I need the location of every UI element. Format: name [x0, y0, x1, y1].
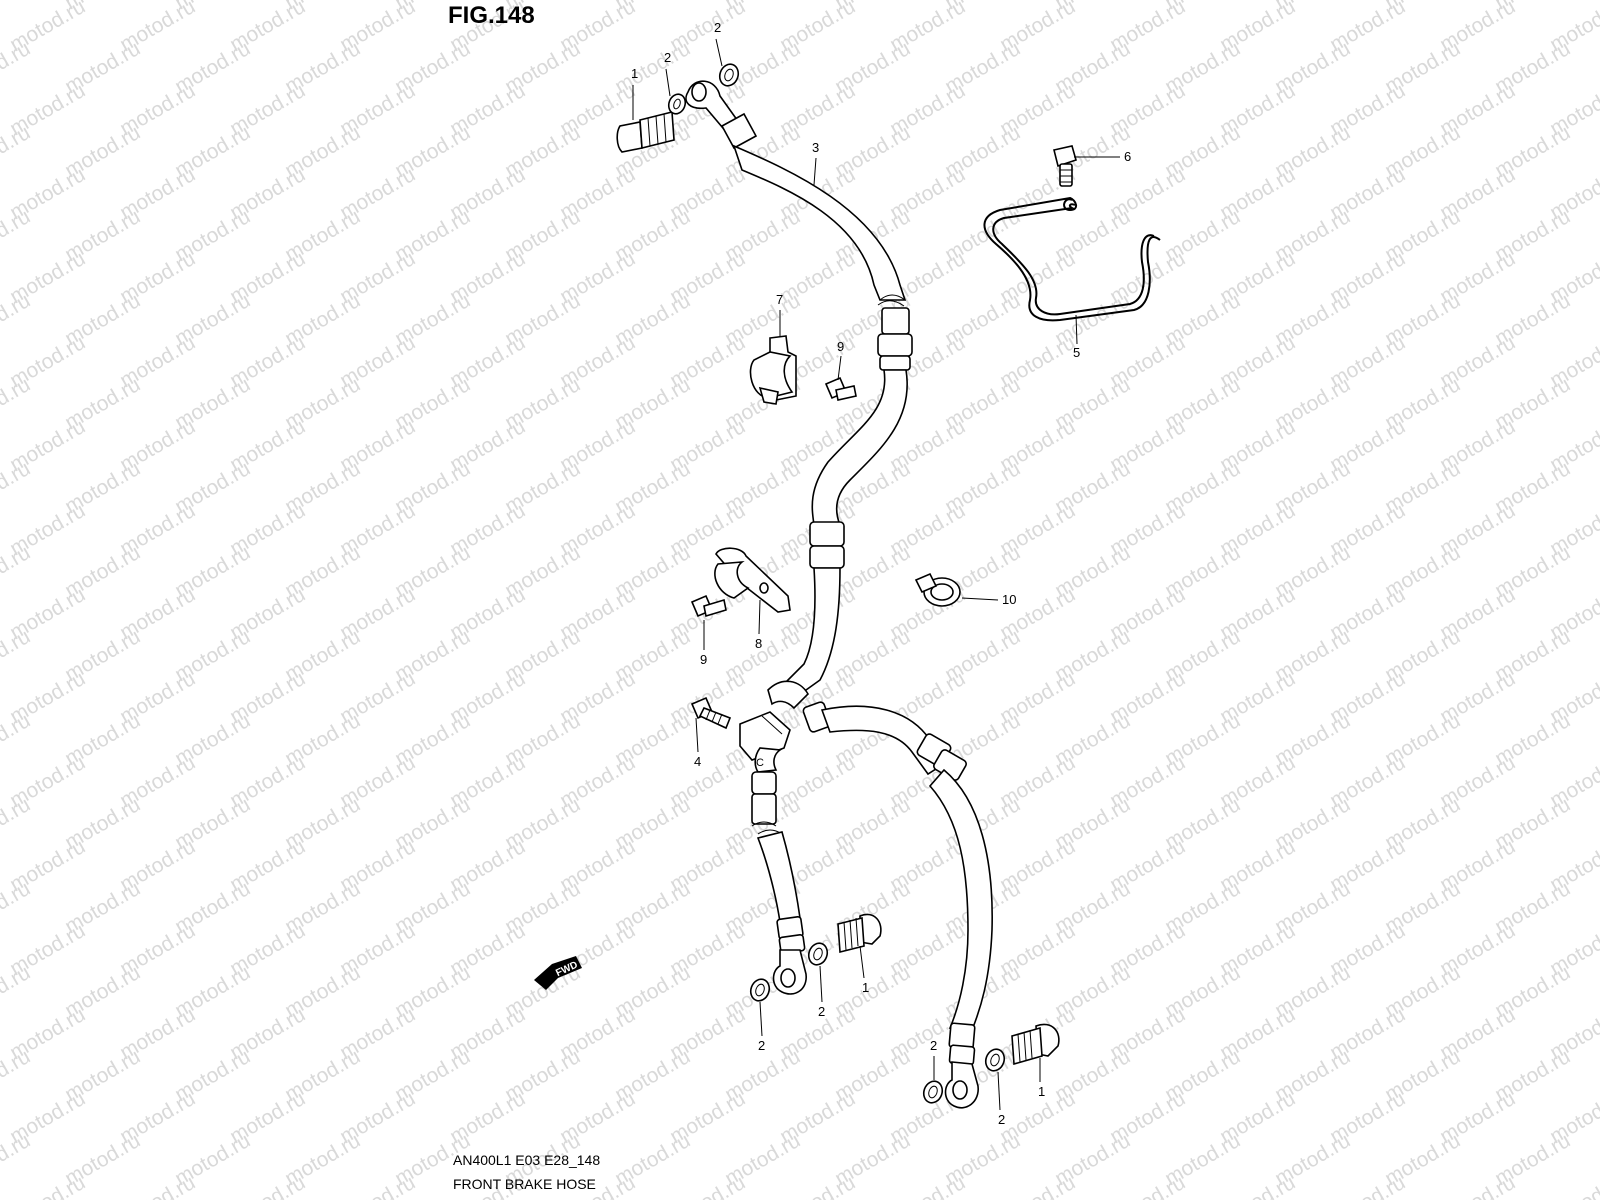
guide-bolt [1053, 145, 1077, 187]
callout-label-guide-bolt: 6 [1124, 149, 1131, 164]
callout-leader-washer [759, 1001, 763, 1037]
callout-label-washer: 2 [930, 1038, 937, 1053]
callout-label-front-brake-hose-no1: 3 [812, 140, 819, 155]
front-brake-hose-right [802, 701, 993, 1109]
watermark-text: motod.ru [336, 1171, 419, 1200]
watermark-text: motod.ru [1546, 1171, 1600, 1200]
joint-bolt [690, 696, 732, 730]
watermark-text: motod.ru [776, 1171, 859, 1200]
hose-guide-wire [983, 196, 1161, 322]
watermark-text: motod.ru [666, 1171, 749, 1200]
callout-label-hose-clamp-lower: 8 [755, 636, 762, 651]
brake-hose-joint: C [739, 680, 809, 773]
callout-label-bolt: 9 [837, 339, 844, 354]
callout-label-hose-guide-wire: 5 [1073, 345, 1080, 360]
watermark-text: motod.ru [1326, 1171, 1409, 1200]
watermark-text: motod.ru [886, 1171, 969, 1200]
watermark-text: motod.ru [1216, 1171, 1299, 1200]
callout-leader-hose-clamp-lower [758, 599, 761, 635]
watermark-text: motod.ru [1106, 1171, 1189, 1200]
callout-label-hose-clamp-upper: 7 [776, 292, 783, 307]
hose-clamp-upper [749, 335, 797, 405]
callout-label-hose-clip: 10 [1002, 592, 1016, 607]
bolt-upper [824, 376, 857, 401]
watermark-text: motod.ru [0, 0, 34, 14]
callout-label-washer: 2 [818, 1004, 825, 1019]
union-bolt-lower-right [1011, 1023, 1060, 1066]
front-brake-hose-upper [685, 80, 913, 702]
watermark-text: motod.ru [116, 1171, 199, 1200]
callout-label-union-bolt: 1 [631, 66, 638, 81]
union-bolt-top [616, 110, 675, 153]
callout-label-washer: 2 [998, 1112, 1005, 1127]
callout-leader-washer [819, 965, 823, 1003]
figure-title: FIG.148 [448, 2, 535, 29]
callout-leader-front-brake-hose-no1 [813, 157, 817, 186]
callout-label-joint-bolt: 4 [694, 754, 701, 769]
callout-leader-hose-clip [961, 597, 999, 601]
callout-label-union-bolt: 1 [862, 980, 869, 995]
watermark-text: motod.ru [6, 1171, 89, 1200]
part-group-name: FRONT BRAKE HOSE [453, 1176, 596, 1192]
callout-leader-washer [997, 1071, 1001, 1111]
callout-leader-hose-guide-wire [1075, 314, 1078, 345]
bolt-lower [690, 594, 727, 618]
callout-leader-washer [715, 38, 723, 67]
watermark-text: motod.ru [226, 1171, 309, 1200]
washers [667, 63, 1006, 1104]
watermark-text: motod.ru [996, 1171, 1079, 1200]
model-code: AN400L1 E03 E28_148 [453, 1152, 601, 1168]
callout-leader-union-bolt [859, 945, 865, 979]
svg-text:C: C [756, 757, 764, 769]
callout-leader-washer [665, 68, 671, 97]
hose-clip [914, 572, 961, 607]
callout-label-washer: 2 [758, 1038, 765, 1053]
watermark-text: motod.ru [1436, 1171, 1519, 1200]
callout-label-union-bolt: 1 [1038, 1084, 1045, 1099]
hose-clamp-lower [714, 547, 791, 613]
callout-leader-joint-bolt [695, 717, 699, 753]
callout-layer: 1 2 2 3 4 5 6 7 9 8 9 10 1 2 2 2 2 1 [631, 20, 1131, 1127]
front-brake-hose-left [751, 771, 807, 995]
callout-label-washer: 2 [664, 50, 671, 65]
callout-leader-bolt [837, 355, 842, 381]
callout-label-bolt: 9 [700, 652, 707, 667]
callout-label-washer: 2 [714, 20, 721, 35]
union-bolt-lower-left [837, 913, 882, 954]
